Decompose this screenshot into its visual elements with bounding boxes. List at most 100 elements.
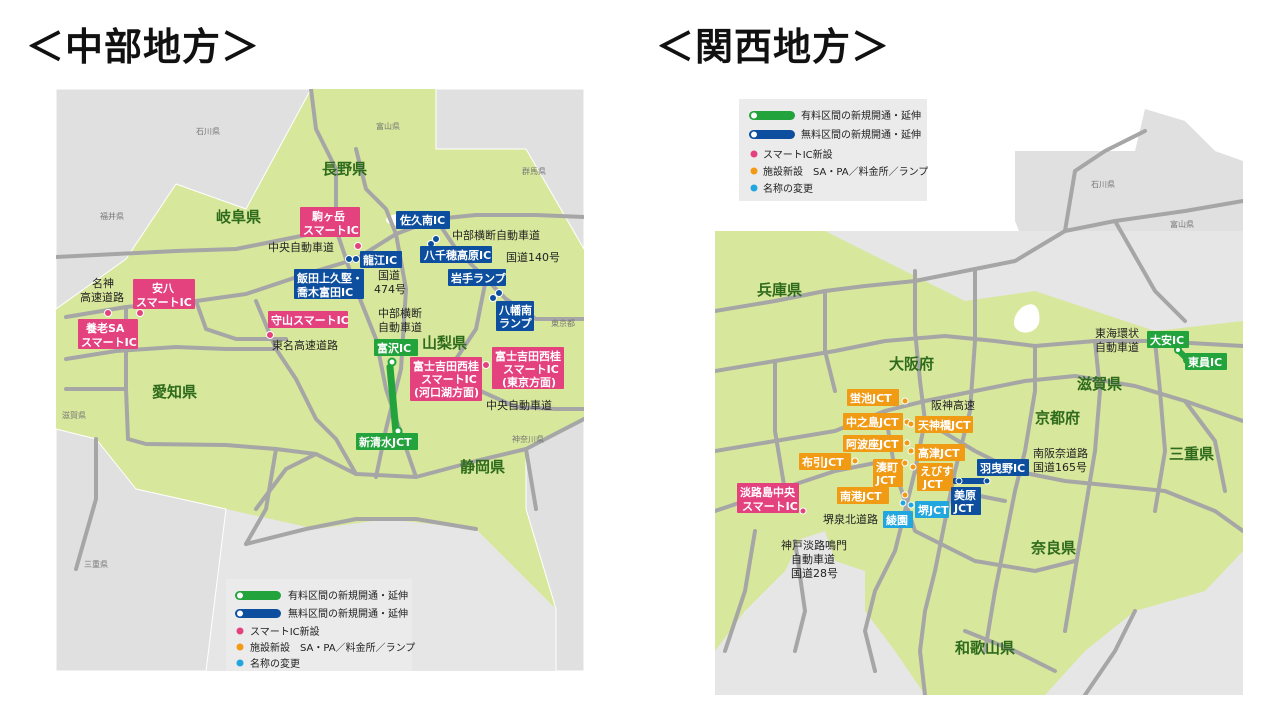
marker-sakai[interactable]: 堺JCT bbox=[907, 501, 949, 518]
road-label-tomei: 東名高速道路 bbox=[272, 338, 338, 352]
marker-ajigawa[interactable]: 阿波座JCT bbox=[843, 435, 911, 452]
marker-nunobiki[interactable]: 布引JCT bbox=[799, 453, 859, 470]
marker-fujiyoshida-kawaguchiko[interactable]: 富士吉田西桂 スマートIC (河口湖方面) bbox=[410, 357, 482, 401]
gpref-fukui: 福井県 bbox=[100, 211, 124, 221]
marker-moriyama[interactable]: 守山スマートIC bbox=[266, 311, 349, 339]
kgpref-ishikawa: 石川県 bbox=[1091, 180, 1115, 189]
road-label-route140: 国道140号 bbox=[506, 250, 560, 264]
marker-yawataminami-line1: 八幡南 bbox=[498, 303, 532, 317]
klabel-kobe-awaji-line3: 国道28号 bbox=[791, 566, 838, 580]
marker-minamiko[interactable]: 南港JCT bbox=[837, 487, 909, 504]
marker-yasuhachi[interactable]: 安八 スマートIC bbox=[133, 279, 195, 317]
marker-mihara-line2: JCT bbox=[953, 502, 974, 515]
marker-iida-line1: 飯田上久堅・ bbox=[296, 271, 363, 285]
klabel-kobe-awaji-line1: 神戸淡路鳴門 bbox=[781, 538, 847, 552]
chubu-legend-toll: 有料区間の新規開通・延伸 bbox=[288, 589, 408, 602]
marker-shinshimizu[interactable]: 新清水JCT bbox=[356, 426, 418, 451]
pref-shizuoka: 静岡県 bbox=[460, 458, 505, 476]
marker-minatomachi-line1: 湊町 bbox=[876, 460, 898, 474]
marker-fujiyoshida-tokyo[interactable]: 富士吉田西桂 スマートIC (東京方面) bbox=[482, 347, 565, 389]
marker-ayazono-text: 綾園 bbox=[886, 513, 908, 527]
marker-iwate-text: 岩手ランプ bbox=[450, 271, 507, 285]
kpref-wakayama: 和歌山県 bbox=[955, 639, 1015, 657]
marker-yawataminami-line2: ランプ bbox=[499, 316, 533, 330]
klabel-kobe-awaji-line2: 自動車道 bbox=[791, 552, 835, 566]
marker-sakuminami-text: 佐久南IC bbox=[399, 213, 445, 227]
marker-higashiin[interactable]: 東員IC bbox=[1183, 353, 1227, 370]
chubu-toll-new-segment bbox=[386, 363, 400, 437]
road-label-route474-line1: 国道 bbox=[378, 268, 400, 282]
marker-tatsue[interactable]: 龍江IC bbox=[345, 251, 403, 268]
marker-mihara[interactable]: 美原 JCT bbox=[951, 487, 981, 515]
marker-komagatake[interactable]: 駒ヶ岳 スマートIC bbox=[300, 207, 362, 250]
marker-awajishima-line1: 淡路島中央 bbox=[740, 485, 796, 499]
marker-tomizawa[interactable]: 富沢IC bbox=[374, 339, 418, 367]
road-label-chubu-odan2-line2: 自動車道 bbox=[378, 320, 422, 334]
marker-iida-line2: 喬木富田IC bbox=[296, 285, 353, 299]
chubu-legend-smart: スマートIC新設 bbox=[250, 625, 320, 638]
marker-iwate[interactable]: 岩手ランプ bbox=[448, 269, 507, 302]
road-label-meishin-line2: 高速道路 bbox=[80, 290, 124, 304]
kansai-map: 石川県 富山県 兵庫県 大阪府 滋賀県 京都府 三重県 奈良県 和歌山県 東海環… bbox=[715, 91, 1243, 695]
marker-higashiin-text: 東員IC bbox=[1188, 355, 1222, 369]
pref-gifu: 岐阜県 bbox=[216, 208, 261, 226]
pref-nagano: 長野県 bbox=[322, 160, 367, 178]
chubu-legend: 有料区間の新規開通・延伸 無料区間の新規開通・延伸 スマートIC新設 施設新設 … bbox=[226, 579, 415, 671]
marker-tenjinbashi[interactable]: 天神橋JCT bbox=[907, 416, 973, 433]
marker-daian[interactable]: 大安IC bbox=[1147, 331, 1189, 354]
pref-yamanashi: 山梨県 bbox=[422, 334, 467, 352]
gpref-tokyo: 東京都 bbox=[551, 318, 575, 328]
gpref-kanagawa: 神奈川県 bbox=[512, 434, 544, 444]
marker-fujiyoshida-kawaguchiko-line3: (河口湖方面) bbox=[414, 385, 479, 399]
kansai-map-canvas: 石川県 富山県 兵庫県 大阪府 滋賀県 京都府 三重県 奈良県 和歌山県 東海環… bbox=[715, 91, 1243, 695]
gpref-ishikawa: 石川県 bbox=[196, 127, 220, 136]
kpref-mie: 三重県 bbox=[1169, 445, 1214, 463]
klabel-nanhan-line1: 南阪奈道路 bbox=[1033, 446, 1088, 460]
road-label-chubu-odan: 中部横断自動車道 bbox=[452, 228, 540, 242]
marker-takatsu-text: 高津JCT bbox=[918, 446, 960, 460]
marker-yawataminami[interactable]: 八幡南 ランプ bbox=[496, 301, 534, 331]
chubu-legend-facility: 施設新設 SA・PA／料金所／ランプ bbox=[250, 641, 415, 654]
klabel-higashikaikan-line1: 東海環状 bbox=[1095, 326, 1139, 340]
chubu-map: 石川県 富山県 群馬県 福井県 東京都 神奈川県 滋賀県 三重県 長野県 岐阜県… bbox=[56, 89, 584, 671]
marker-awajishima-line2: スマートIC bbox=[742, 500, 798, 513]
marker-hotaruike[interactable]: 蛍池JCT bbox=[847, 389, 909, 406]
road-label-route474-line2: 474号 bbox=[374, 283, 406, 296]
marker-minatomachi-line2: JCT bbox=[875, 474, 896, 487]
road-label-route474: 国道 474号 bbox=[374, 268, 406, 296]
marker-komagatake-line1: 駒ヶ岳 bbox=[312, 209, 345, 223]
marker-sakuminami[interactable]: 佐久南IC bbox=[396, 211, 450, 229]
marker-takatsu[interactable]: 高津JCT bbox=[907, 444, 965, 461]
marker-ebisu[interactable]: えびす JCT bbox=[909, 463, 953, 491]
kpref-osaka: 大阪府 bbox=[889, 355, 934, 373]
marker-minatomachi[interactable]: 湊町 JCT bbox=[873, 459, 909, 487]
gpref-mie: 三重県 bbox=[84, 559, 108, 569]
marker-fujiyoshida-tokyo-line1: 富士吉田西桂 bbox=[495, 349, 561, 363]
marker-yachiho[interactable]: 八千穂高原IC bbox=[420, 235, 492, 264]
marker-habikino-text: 羽曳野IC bbox=[980, 461, 1025, 475]
marker-iida[interactable]: 飯田上久堅・ 喬木富田IC bbox=[294, 269, 364, 299]
marker-ayazono[interactable]: 綾園 bbox=[883, 499, 913, 528]
kpref-kyoto: 京都府 bbox=[1035, 409, 1080, 427]
marker-yoro-line1: 養老SA bbox=[86, 321, 125, 335]
klabel-kobe-awaji: 神戸淡路鳴門 自動車道 国道28号 bbox=[781, 538, 847, 580]
marker-fujiyoshida-tokyo-line3: (東京方面) bbox=[502, 375, 556, 389]
klabel-sakaisenboku: 堺泉北道路 bbox=[823, 512, 878, 526]
marker-yoro[interactable]: 養老SA スマートIC bbox=[78, 309, 138, 350]
klabel-nanhan-line2: 国道165号 bbox=[1033, 460, 1087, 474]
chubu-legend-rename: 名称の変更 bbox=[250, 657, 300, 670]
marker-sakai-text: 堺JCT bbox=[918, 503, 949, 517]
marker-nakanoshima[interactable]: 中之島JCT bbox=[843, 413, 911, 430]
title-kansai: ＜関西地方＞ bbox=[656, 25, 891, 69]
klabel-nanhan: 南阪奈道路 国道165号 bbox=[1033, 446, 1088, 474]
klabel-hanshin: 阪神高速 bbox=[931, 398, 975, 412]
marker-yachiho-text: 八千穂高原IC bbox=[423, 248, 491, 262]
road-label-chuo: 中央自動車道 bbox=[268, 240, 334, 254]
kansai-legend-smart: スマートIC新設 bbox=[763, 148, 833, 161]
kansai-legend-toll: 有料区間の新規開通・延伸 bbox=[801, 109, 921, 122]
marker-yoro-line2: スマートIC bbox=[81, 336, 137, 349]
marker-shinshimizu-text: 新清水JCT bbox=[359, 435, 412, 449]
marker-habikino[interactable]: 羽曳野IC bbox=[955, 459, 1029, 485]
marker-awajishima[interactable]: 淡路島中央 スマートIC bbox=[737, 483, 807, 515]
kansai-legend-rename: 名称の変更 bbox=[763, 182, 813, 195]
